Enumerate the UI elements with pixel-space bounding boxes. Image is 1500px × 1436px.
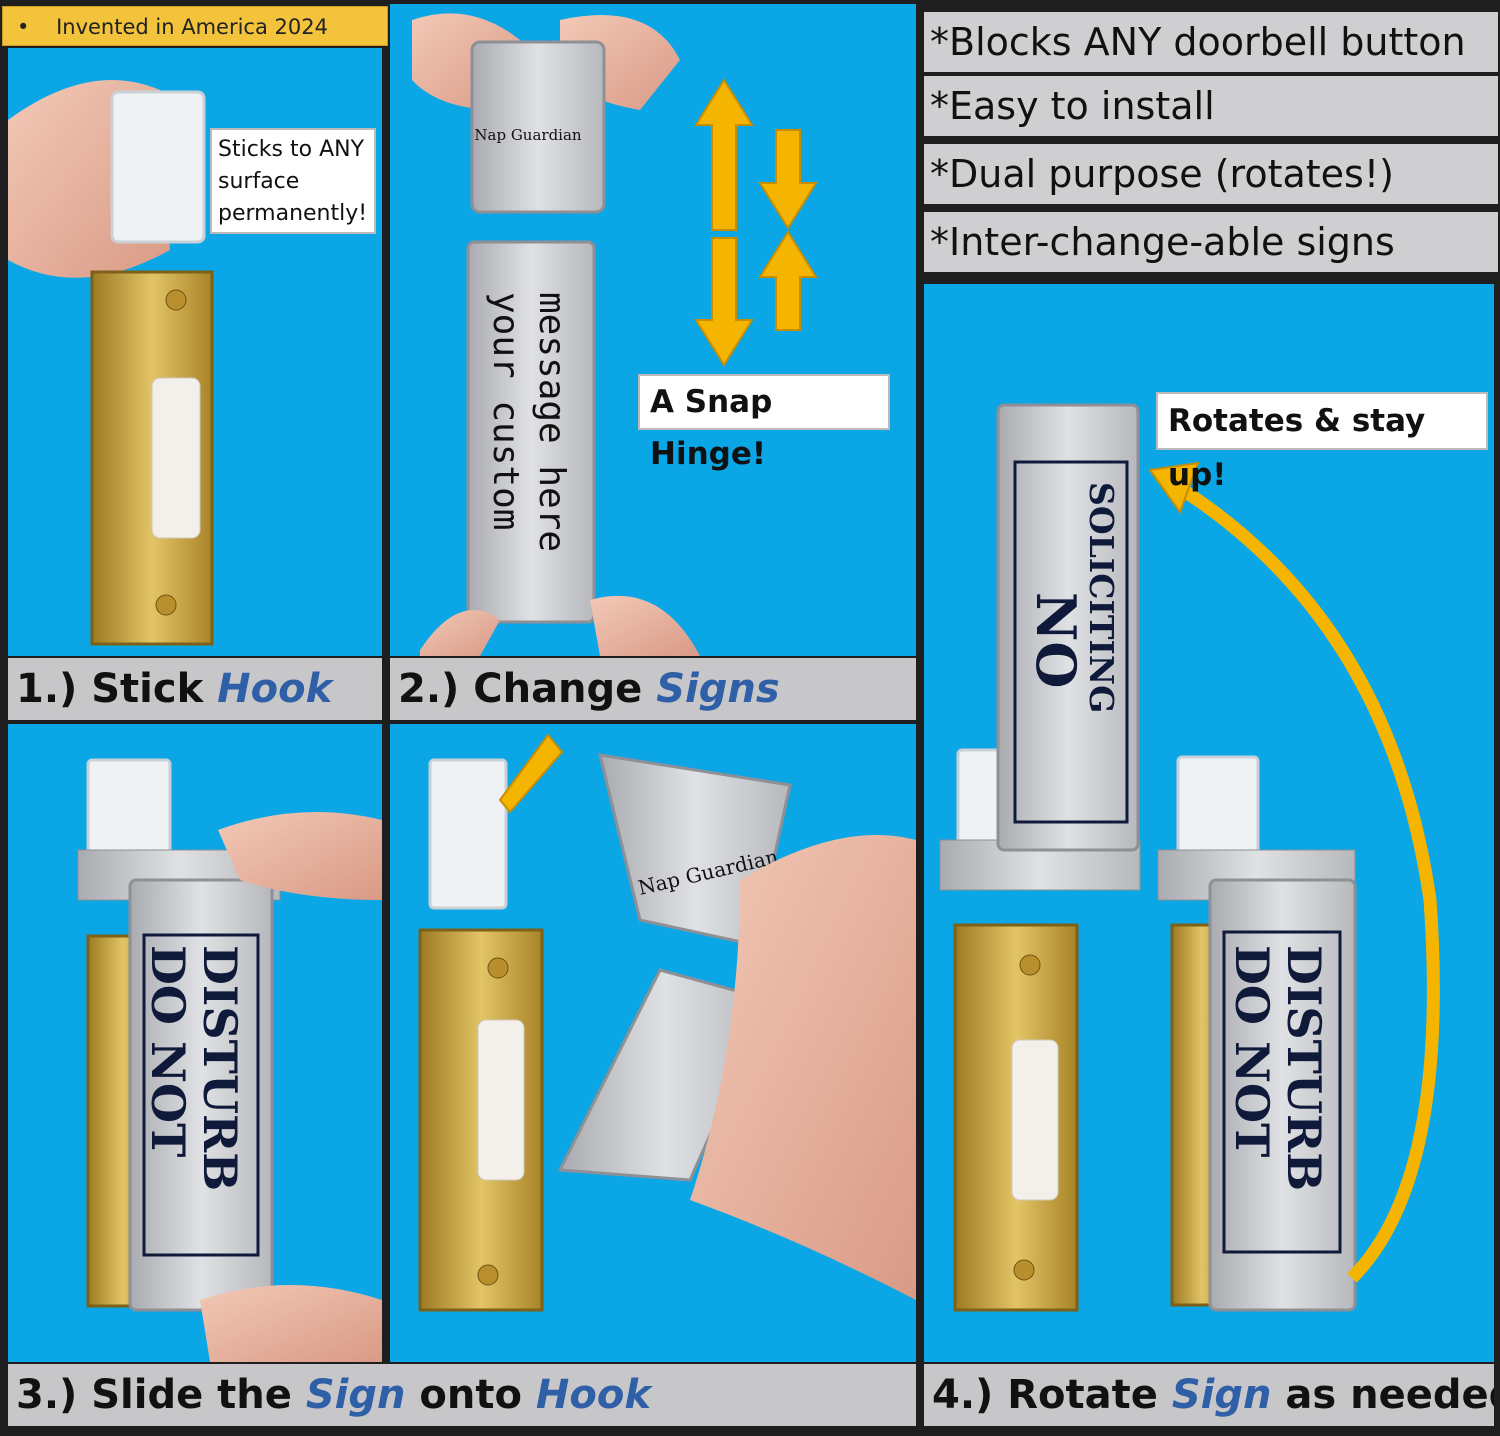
step2-prefix: 2.) Change xyxy=(398,666,657,712)
dnd-right-text: DISTURB xyxy=(1277,945,1331,1191)
dnd-left-text: DO NOT xyxy=(141,945,195,1157)
caption-step4: 4.) Rotate Sign as needed xyxy=(924,1364,1494,1426)
no-soliciting-sign xyxy=(996,403,1140,852)
feature-blocks-any: *Blocks ANY doorbell button xyxy=(924,12,1498,72)
callout-sticks: Sticks to ANY surface permanently! xyxy=(210,128,376,234)
step4-suffix: as needed xyxy=(1271,1372,1494,1418)
custom-message-right: message here xyxy=(531,292,572,552)
callout-snap-hinge: A Snap Hinge! xyxy=(638,374,890,472)
callout-rotates-text: Rotates & stay up! xyxy=(1168,403,1426,493)
panel3-art: DO NOT DISTURB xyxy=(77,758,382,1362)
callout-snap-text: A Snap Hinge! xyxy=(650,384,773,472)
invented-badge: • Invented in America 2024 xyxy=(2,6,388,46)
step3-emphasis2: Hook xyxy=(535,1372,651,1418)
ns-left-text: NO xyxy=(1024,592,1088,688)
rotate-arrow xyxy=(1171,479,1440,1283)
callout-rotates: Rotates & stay up! xyxy=(1156,392,1488,493)
step4-prefix: 4.) Rotate xyxy=(932,1372,1172,1418)
panel1-art xyxy=(8,80,214,646)
feature-interchangeable: *Inter-change-able signs xyxy=(924,212,1498,272)
badge-bullet: • xyxy=(17,15,30,39)
feature-dual-purpose: *Dual purpose (rotates!) xyxy=(924,144,1498,204)
step4-emphasis: Sign xyxy=(1171,1372,1272,1418)
step3-middle: onto xyxy=(405,1372,536,1418)
ns-right-text: SOLICITING xyxy=(1082,482,1121,713)
dnd-sign-4 xyxy=(1208,878,1357,1312)
doorbell-button xyxy=(151,377,201,539)
step1-prefix: 1.) Stick xyxy=(16,666,218,712)
custom-message-left: your custom xyxy=(485,292,526,530)
dnd-left-text: DO NOT xyxy=(1225,945,1279,1157)
dnd-sign-tilted xyxy=(557,968,773,1182)
adhesive-hook xyxy=(110,90,206,244)
brand-text: Nap Guardian xyxy=(474,126,582,144)
sign-top-piece xyxy=(470,40,606,214)
step2-emphasis: Signs xyxy=(656,666,780,712)
caption-step1: 1.) Stick Hook xyxy=(8,658,382,720)
feature-easy-install: *Easy to install xyxy=(924,76,1498,136)
dnd-right-text: DISTURB xyxy=(193,945,247,1191)
panel2-art: Nap Guardian your custom message here xyxy=(412,13,818,656)
step1-emphasis: Hook xyxy=(217,666,333,712)
snap-arrows xyxy=(694,78,818,367)
panel4-art: NO SOLICITING DO NOT DISTURB xyxy=(939,403,1440,1312)
badge-text: Invented in America 2024 xyxy=(56,15,328,39)
callout-sticks-text: Sticks to ANY surface permanently! xyxy=(218,137,368,226)
caption-step2: 2.) Change Signs xyxy=(390,658,916,720)
insert-arrow xyxy=(498,733,564,814)
custom-sign xyxy=(466,240,596,624)
step3-emphasis1: Sign xyxy=(305,1372,406,1418)
panel3b-art: Nap Guardian xyxy=(418,733,916,1312)
step3-prefix: 3.) Slide the xyxy=(16,1372,306,1418)
caption-step3: 3.) Slide the Sign onto Hook xyxy=(8,1364,916,1426)
dnd-sign xyxy=(128,878,274,1312)
